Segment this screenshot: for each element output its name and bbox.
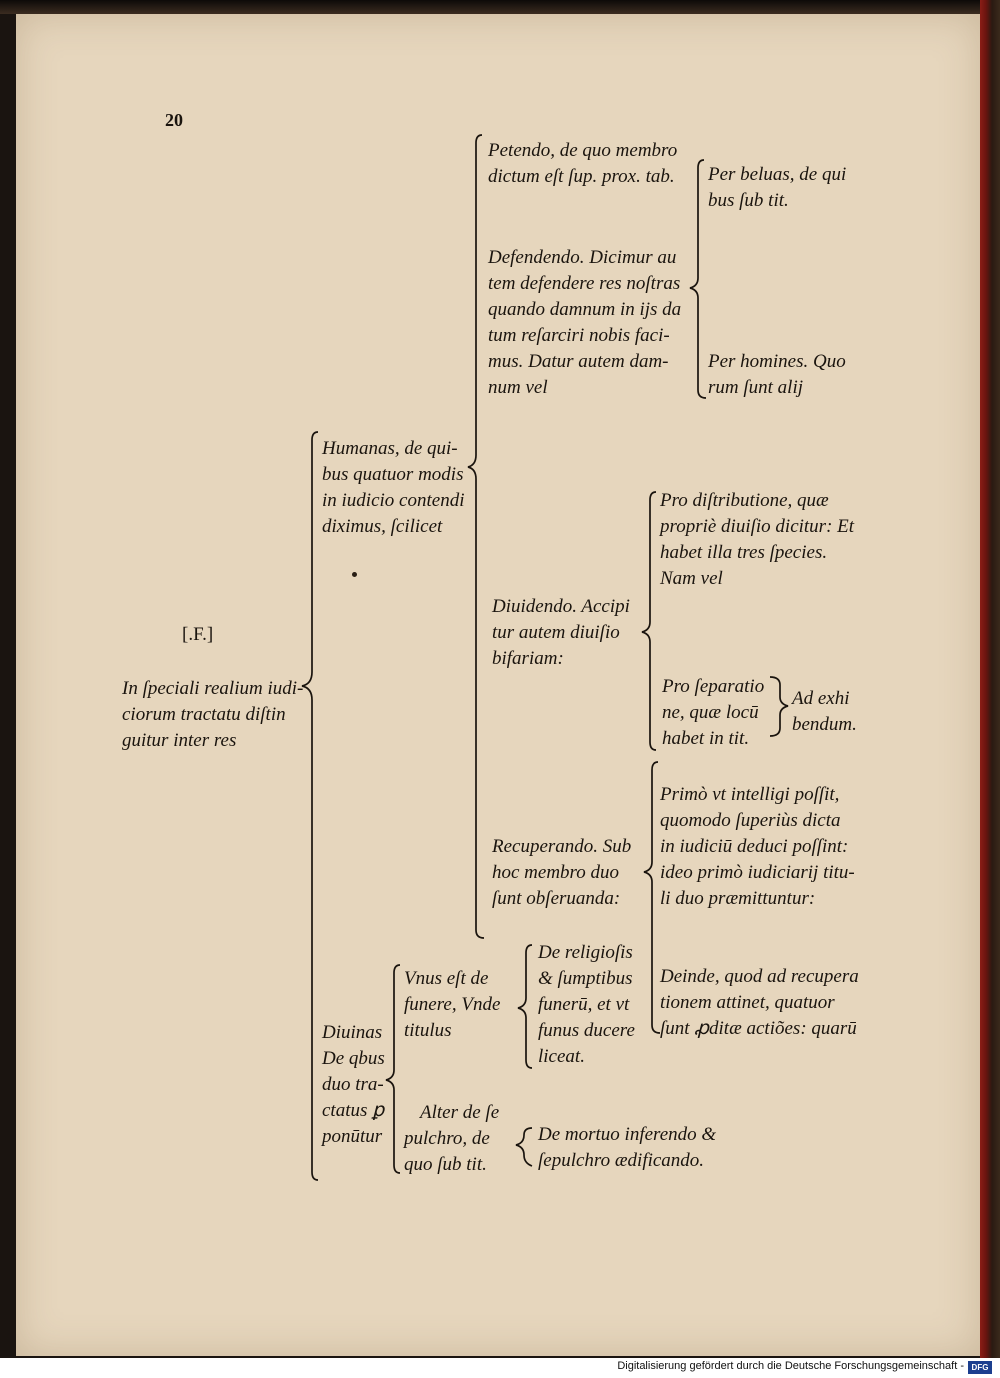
root-line: ciorum tractatu diſtin [122,704,286,725]
de-religiosis-line: funerū, et vt [538,994,630,1015]
root-line: In ſpeciali realium iudi- [122,678,304,699]
brace-separatione [769,676,789,737]
diuinas-line: duo tra- [322,1074,384,1095]
pro-separatione-line: Pro ſeparatio [662,676,765,697]
per-beluas-line: Per beluas, de qui [708,164,847,185]
diuinas-line: ctatus ꝑ [322,1100,385,1121]
recuperando-line: Recuperando. Sub [492,836,632,857]
deinde-line: ſunt ꝓditæ actiões: quarū [660,1018,857,1039]
dfg-logo: DFG [968,1361,992,1374]
de-religiosis-line: & ſumptibus [538,968,633,989]
defendendo-line: num vel [488,377,548,398]
book-edge [980,0,1000,1358]
per-beluas-line: bus ſub tit. [708,190,789,211]
defendendo-line: quando damnum in ijs da [488,299,682,320]
pro-distributione-line: Pro diſtributione, quæ [660,490,829,511]
diuinas-line: De qbus [322,1048,385,1069]
diuidendo-line: tur autem diuiſio [492,622,620,643]
defendendo-line: tem defendere res noſtras [488,273,681,294]
defendendo-line: Defendendo. Dicimur au [488,247,677,268]
primo-line: in iudiciū deduci poſſint: [660,836,849,857]
primo-line: ideo primò iudiciarij titu- [660,862,855,883]
primo-line: quomodo ſuperiùs dicta [660,810,841,831]
humanas-line: Humanas, de qui- [322,438,458,459]
diuinas-line: Diuinas [322,1022,383,1043]
unus-line: Vnus eſt de [404,968,489,989]
scan-top-edge [0,0,1000,14]
diuinas-line: ponūtur [322,1126,383,1147]
unus-line: funere, Vnde [404,994,501,1015]
per-homines-line: Per homines. Quo [708,351,846,372]
brace-diuidendo [641,491,657,751]
per-homines-line: rum ſunt alij [708,377,804,398]
deinde-line: tionem attinet, quatuor [660,992,835,1013]
defendendo-line: mus. Datur autem dam- [488,351,669,372]
alter-line: pulchro, de [404,1128,490,1149]
page-number: 20 [165,110,183,130]
de-religiosis-line: De religioſis [538,942,633,963]
humanas-line: bus quatuor modis [322,464,464,485]
ad-exhibendum-line: Ad exhi [792,688,850,709]
section-mark: [.F.] [182,624,214,645]
pro-distributione-line: Nam vel [660,568,723,589]
brace-recuperando [643,761,661,1034]
brace-humanas [467,134,485,939]
diuidendo-line: Diuidendo. Accipi [492,596,630,617]
unus-line: titulus [404,1020,452,1041]
pro-separatione-line: habet in tit. [662,728,750,749]
petendo-line: dictum eſt ſup. prox. tab. [488,166,675,187]
alter-line: quo ſub tit. [404,1154,487,1175]
primo-line: li duo præmittuntur: [660,888,816,909]
pro-distributione-line: habet illa tres ſpecies. [660,542,828,563]
primo-line: Primò vt intelligi poſſit, [660,784,840,805]
ad-exhibendum-line: bendum. [792,714,857,735]
pro-distributione-line: propriè diuiſio dicitur: Et [660,516,855,537]
brace-funere [517,944,533,1069]
de-mortuo-line: De mortuo inferendo & [538,1124,717,1145]
de-religiosis-line: liceat. [538,1046,585,1067]
brace-root [301,431,319,1181]
recuperando-line: hoc membro duo [492,862,619,883]
footer-credit: Digitalisierung gefördert durch die Deut… [617,1360,964,1372]
recuperando-line: ſunt obſeruanda: [492,888,621,909]
brace-damnum [689,159,707,399]
brace-sepulchro [515,1127,533,1167]
root-line: guitur inter res [122,730,237,751]
petendo-line: Petendo, de quo membro [488,140,678,161]
humanas-line: in iudicio contendi [322,490,465,511]
deinde-line: Deinde, quod ad recupera [660,966,859,987]
ink-spot [352,572,357,577]
de-mortuo-line: ſepulchro ædificando. [538,1150,705,1171]
brace-diuinas [385,964,401,1174]
book-page [16,14,980,1356]
alter-line: Alter de ſe [420,1102,500,1123]
digitization-footer: Digitalisierung gefördert durch die Deut… [0,1358,1000,1378]
defendendo-line: tum reſarciri nobis faci- [488,325,670,346]
humanas-line: diximus, ſcilicet [322,516,443,537]
pro-separatione-line: ne, quæ locū [662,702,759,723]
de-religiosis-line: funus ducere [538,1020,635,1041]
diuidendo-line: bifariam: [492,648,564,669]
